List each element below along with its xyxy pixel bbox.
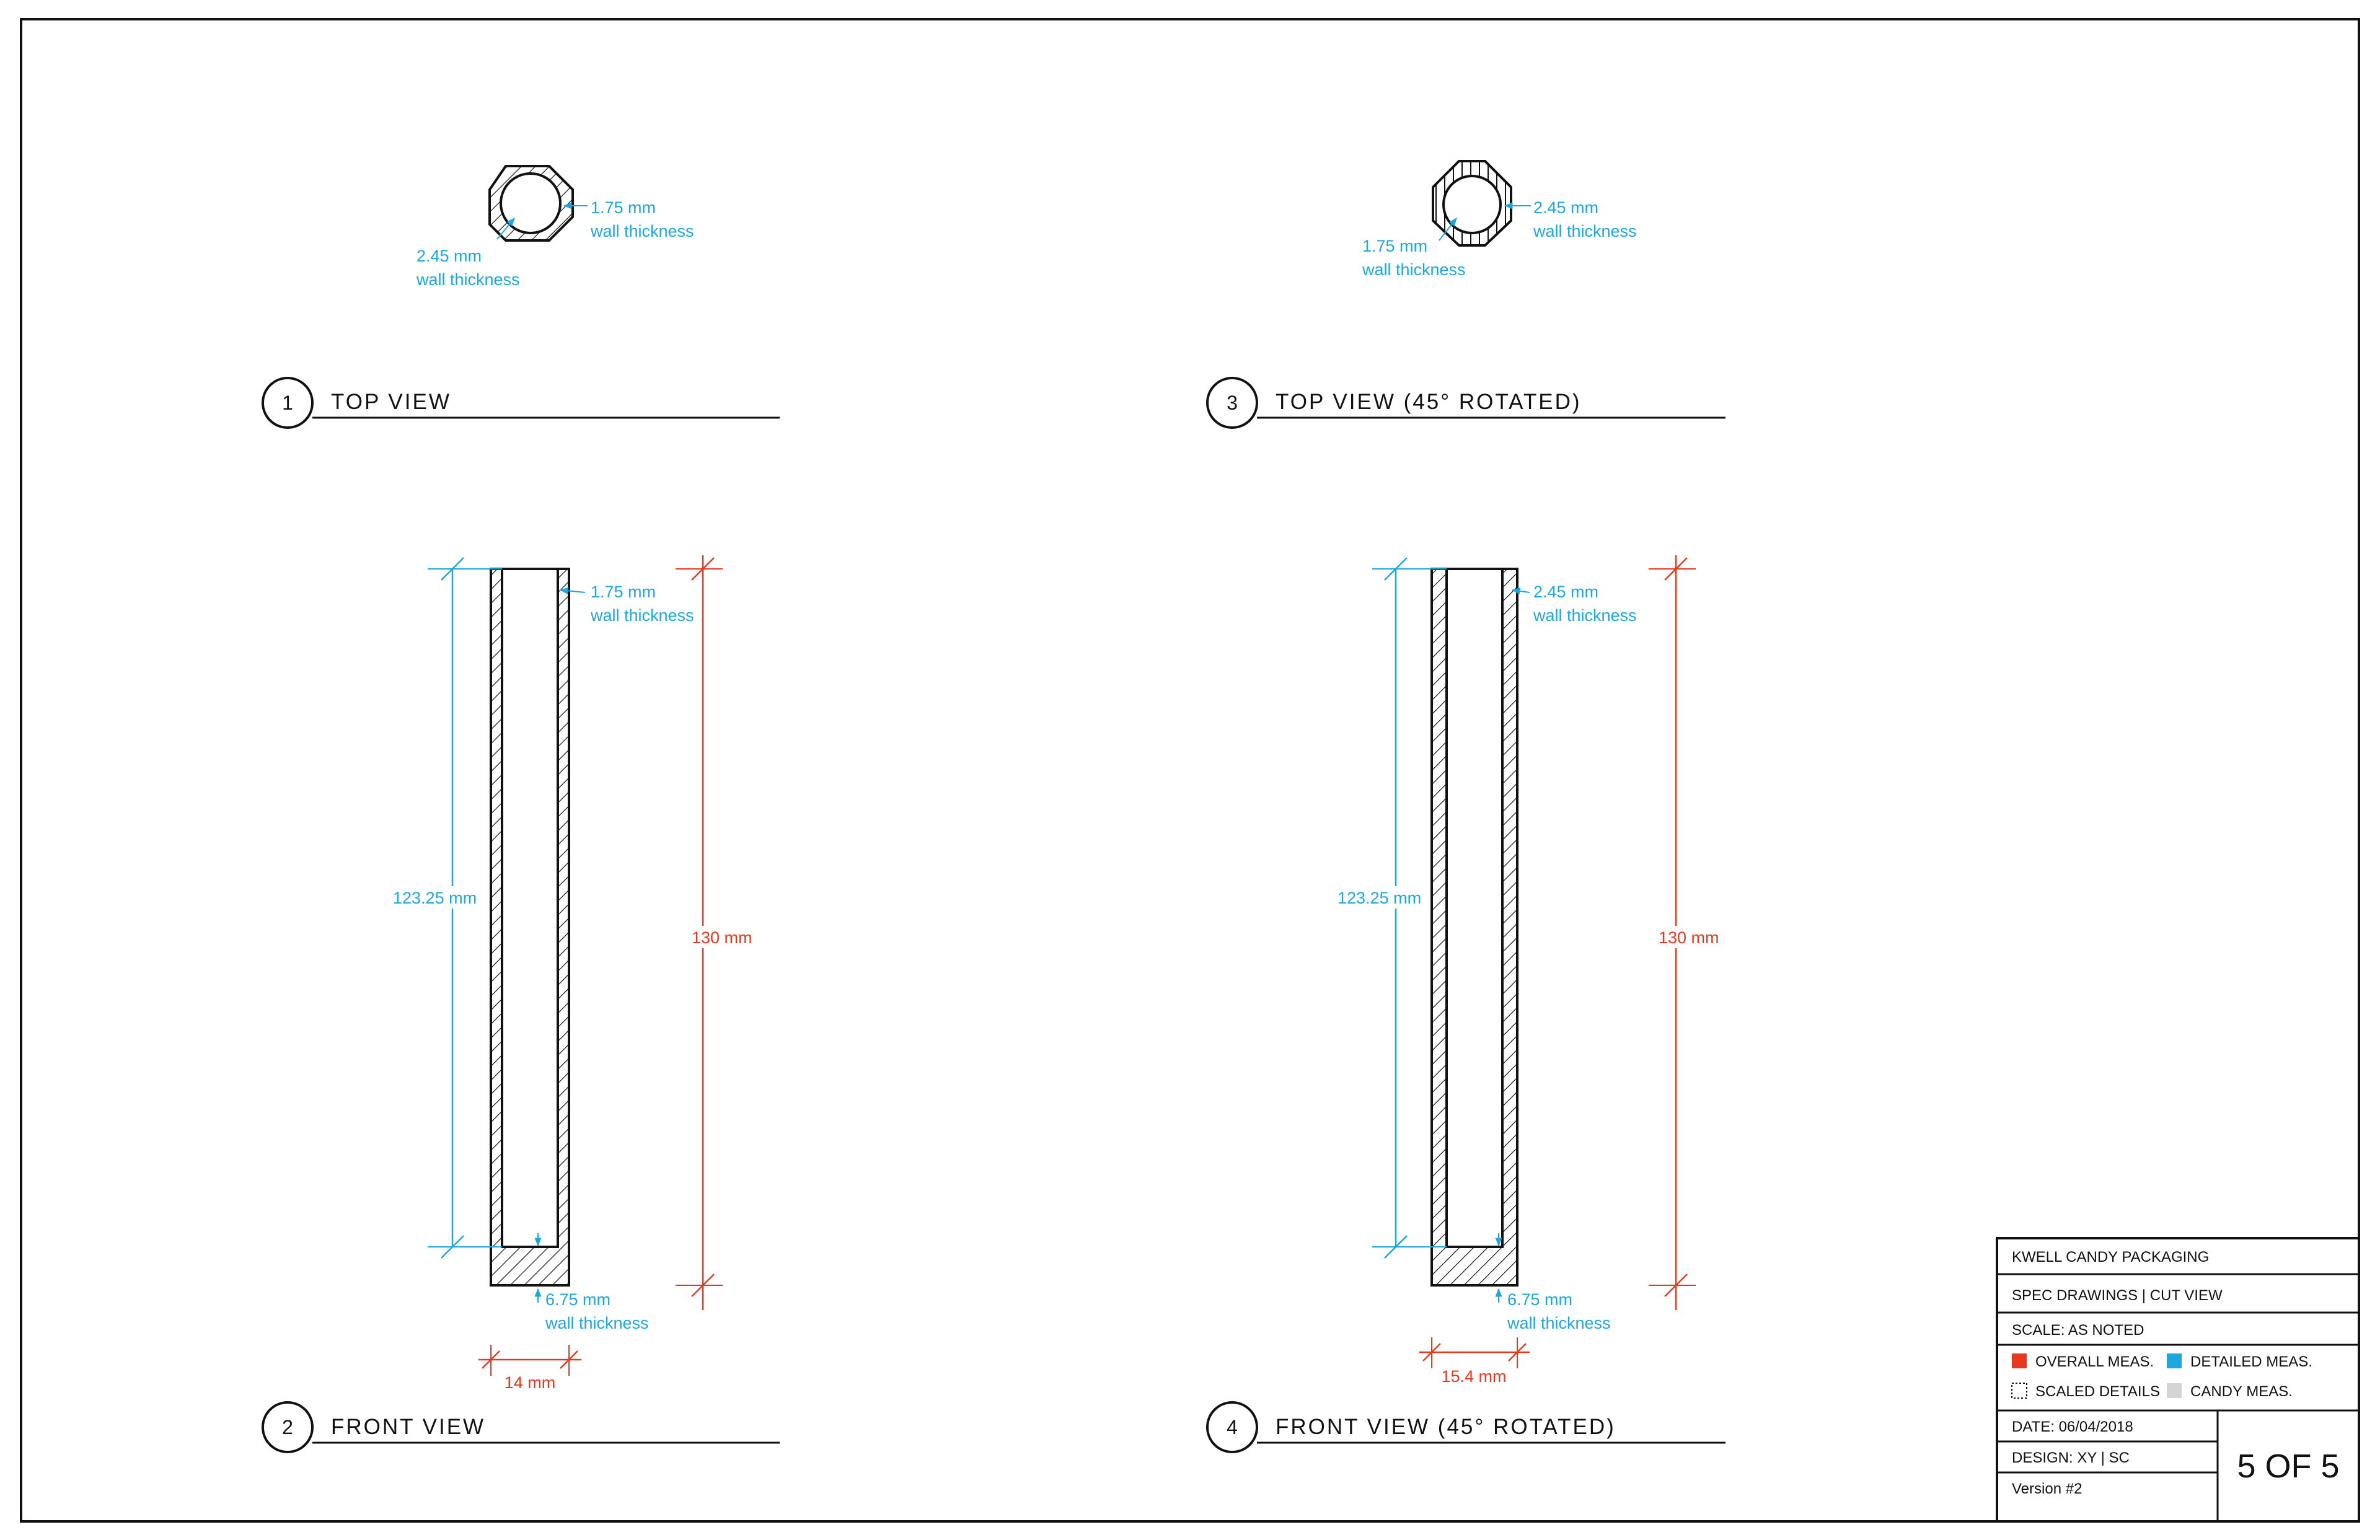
view-number-circle bbox=[1206, 377, 1258, 429]
view-title: FRONT VIEW bbox=[331, 1415, 485, 1439]
legend-swatch-detailed bbox=[2167, 1353, 2182, 1368]
legend-swatch-candy bbox=[2167, 1383, 2182, 1398]
view-2-front-view: 123.25 mm 130 mm 1.75 mm wall thickness … bbox=[262, 555, 780, 1453]
wall-thickness-value: 1.75 mm bbox=[591, 583, 656, 601]
view-title: TOP VIEW bbox=[331, 390, 451, 414]
tick-mark bbox=[482, 1350, 500, 1369]
wall-thickness-label: wall thickness bbox=[590, 606, 694, 625]
view-number-circle bbox=[262, 377, 314, 429]
dimension-arrow bbox=[559, 587, 586, 594]
width-label: 14 mm bbox=[505, 1373, 556, 1392]
wall-thickness-value: 1.75 mm bbox=[1362, 237, 1427, 255]
company-name: KWELL CANDY PACKAGING bbox=[2012, 1249, 2209, 1265]
tube-cavity bbox=[1445, 568, 1504, 1248]
tube-cavity bbox=[501, 568, 559, 1248]
view-1-top-view: 1.75 mm wall thickness 2.45 mm wall thic… bbox=[262, 165, 780, 429]
base-thickness-label: wall thickness bbox=[545, 1314, 649, 1332]
wall-thickness-label: wall thickness bbox=[416, 270, 520, 289]
view-number: 3 bbox=[1227, 392, 1238, 414]
view-4-front-view-rotated: 123.25 mm 130 mm 2.45 mm wall thickness … bbox=[1206, 555, 1728, 1453]
tick-mark bbox=[560, 1350, 578, 1369]
tick-mark bbox=[691, 557, 715, 581]
design-field: DESIGN: XY | SC bbox=[2012, 1450, 2130, 1466]
sheet-border bbox=[20, 18, 2360, 1523]
tick-mark bbox=[1664, 1274, 1688, 1297]
tick-mark bbox=[441, 1235, 464, 1259]
tube-bore bbox=[500, 172, 562, 234]
dimension-arrow bbox=[496, 217, 515, 240]
drawing-title: SPEC DRAWINGS | CUT VIEW bbox=[2012, 1287, 2223, 1304]
view-number: 2 bbox=[282, 1416, 293, 1438]
overall-height-label: 130 mm bbox=[1659, 928, 1719, 947]
legend-label: CANDY MEAS. bbox=[2190, 1383, 2293, 1400]
wall-thickness-value: 2.45 mm bbox=[416, 247, 482, 265]
tick-mark bbox=[1384, 557, 1408, 581]
version-field: Version #2 bbox=[2012, 1481, 2082, 1497]
title-block-frame bbox=[1996, 1237, 2360, 1523]
view-number: 1 bbox=[282, 392, 293, 414]
view-number: 4 bbox=[1227, 1416, 1238, 1438]
wall-thickness-label: wall thickness bbox=[1362, 260, 1466, 279]
legend-swatch-overall bbox=[2012, 1353, 2027, 1368]
legend-label: SCALED DETAILS bbox=[2035, 1383, 2160, 1400]
wall-thickness-value: 2.45 mm bbox=[1533, 198, 1598, 217]
legend-swatch-scaled bbox=[2011, 1383, 2027, 1399]
title-block: KWELL CANDY PACKAGING SPEC DRAWINGS | CU… bbox=[1996, 1237, 2360, 1523]
page-number: 5 OF 5 bbox=[2237, 1448, 2339, 1485]
wall-thickness-value: 2.45 mm bbox=[1533, 583, 1598, 601]
tick-mark bbox=[691, 1274, 715, 1297]
view-number-circle bbox=[262, 1401, 314, 1453]
wall-thickness-label: wall thickness bbox=[1533, 606, 1637, 625]
base-thickness-label: wall thickness bbox=[1507, 1314, 1611, 1332]
scale-note: SCALE: AS NOTED bbox=[2012, 1322, 2144, 1339]
view-number-circle bbox=[1206, 1401, 1258, 1453]
base-thickness-value: 6.75 mm bbox=[545, 1290, 610, 1309]
view-title: FRONT VIEW (45° ROTATED) bbox=[1276, 1415, 1616, 1439]
wall-thickness-label: wall thickness bbox=[1533, 222, 1637, 240]
overall-height-label: 130 mm bbox=[692, 928, 752, 947]
tick-mark bbox=[1508, 1343, 1527, 1362]
legend-label: DETAILED MEAS. bbox=[2190, 1353, 2312, 1370]
legend-label: OVERALL MEAS. bbox=[2035, 1353, 2154, 1370]
tick-mark bbox=[1384, 1235, 1408, 1259]
tube-bore bbox=[1442, 175, 1502, 234]
base-thickness-value: 6.75 mm bbox=[1507, 1290, 1572, 1309]
tick-mark bbox=[1664, 557, 1688, 581]
dimension-arrow bbox=[1511, 587, 1530, 595]
tick-mark bbox=[1422, 1343, 1441, 1362]
tick-mark bbox=[441, 557, 464, 581]
view-title: TOP VIEW (45° ROTATED) bbox=[1276, 390, 1582, 414]
width-label: 15.4 mm bbox=[1441, 1367, 1506, 1386]
inner-height-label: 123.25 mm bbox=[393, 889, 477, 907]
wall-thickness-label: wall thickness bbox=[590, 222, 694, 240]
date-field: DATE: 06/04/2018 bbox=[2012, 1419, 2133, 1435]
wall-thickness-value: 1.75 mm bbox=[591, 198, 656, 217]
dimension-arrow bbox=[1439, 217, 1457, 241]
view-3-top-view-rotated: 2.45 mm wall thickness 1.75 mm wall thic… bbox=[1206, 160, 1726, 429]
inner-height-label: 123.25 mm bbox=[1338, 889, 1421, 907]
